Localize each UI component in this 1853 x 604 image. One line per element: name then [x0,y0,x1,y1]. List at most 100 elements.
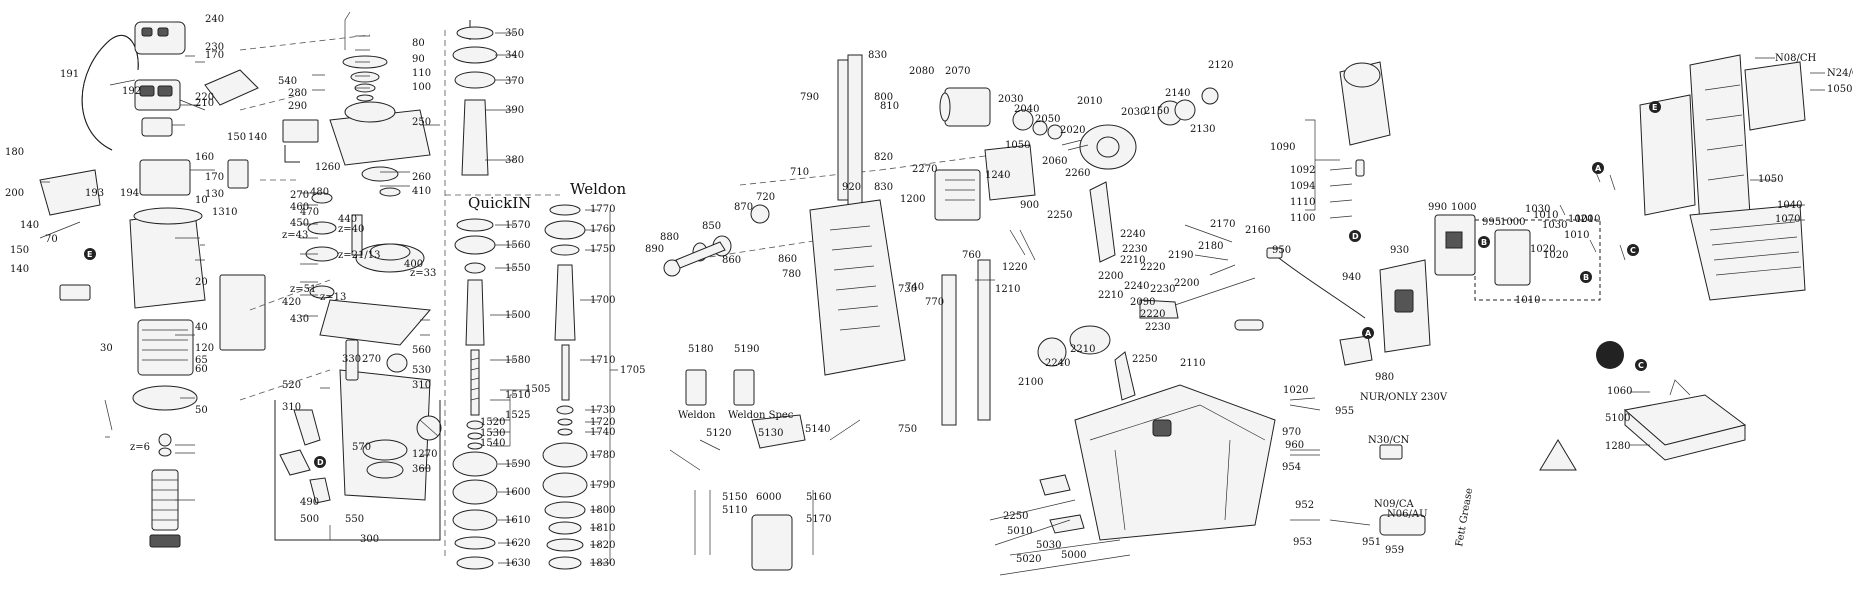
part-number-label: 65 [195,355,208,366]
part-number-label: 430 [290,314,309,325]
part-number-label: 140 [248,132,267,143]
part-number-label: 1020 [1568,214,1593,225]
part-number-label: 100 [412,82,431,93]
part-number-label: 380 [505,155,524,166]
part-number-label: 2160 [1245,225,1270,236]
part-number-label: 790 [800,92,819,103]
badge-d-icon [314,456,326,468]
part-number-label: 1030 [1542,220,1567,231]
part-number-label: 1010 [1564,230,1589,241]
part-number-label: 1710 [590,355,615,366]
part-number-label: N24/GB [1827,68,1853,79]
part-number-label: 220 [195,92,214,103]
part-number-label: 340 [505,50,524,61]
heading-weldon: Weldon [570,180,627,198]
part-number-label: 730 [898,284,917,295]
part-number-label: 500 [300,514,319,525]
part-number-label: 80 [412,38,425,49]
part-number-label: 1740 [590,427,615,438]
part-number-label: 5140 [805,424,830,435]
badge-a-icon [1592,162,1604,174]
badge-d2-icon [1349,230,1361,242]
part-number-label: 370 [505,76,524,87]
part-number-label: 520 [282,380,301,391]
part-number-label: 2130 [1190,124,1215,135]
section-motor-housing [39,21,266,548]
part-number-label: 250 [412,117,431,128]
part-number-label: 193 [85,188,104,199]
part-number-label: 1780 [590,450,615,461]
part-number-label: 1030 [1525,204,1550,215]
part-number-label: 2190 [1168,250,1193,261]
part-number-label: 90 [412,54,425,65]
badge-b-label: B [1481,238,1487,247]
part-number-label: 2250 [1132,354,1157,365]
part-number-label: 1530 [480,428,505,439]
part-number-label: 954 [1282,462,1301,473]
part-number-label: 1820 [590,540,615,551]
part-number-label: 860 [722,255,741,266]
badge-d-label: D [317,458,324,467]
main-housing-part [1689,54,1751,226]
part-number-label: 1760 [590,224,615,235]
part-number-label: 1010 [1515,295,1540,306]
part-number-label: 1280 [1605,441,1630,452]
part-number-label: N08/CH [1775,53,1816,64]
badge-c-icon [1627,244,1639,256]
part-number-label: 260 [412,172,431,183]
part-number-label: 1720 [590,417,615,428]
part-number-label: 140 [20,220,39,231]
part-number-label: 5100 [1605,413,1630,424]
part-number-label: 830 [868,50,887,61]
part-number-label: 960 [1285,440,1304,451]
part-number-label: 1240 [985,170,1010,181]
part-number-label: 1070 [1775,214,1800,225]
badge-a2-icon [1362,327,1374,339]
part-number-label: 2030 [998,94,1023,105]
part-number-label: 1080 [0,0,25,3]
part-number-label: 970 [1282,427,1301,438]
part-number-label: 2210 [1120,255,1145,266]
part-number-label: N30/CN [1368,435,1409,446]
part-number-label: 5000 [1061,550,1086,561]
badge-a-label: A [1595,164,1602,173]
part-number-label: 2030 [1121,107,1146,118]
switch-cover-part [134,21,186,55]
part-number-label: 2070 [945,66,970,77]
part-number-label: 110 [412,68,431,79]
part-number-label: 400 [404,259,423,270]
part-number-label: 2100 [1018,377,1043,388]
part-number-label: 1100 [1290,213,1315,224]
part-number-label: 1730 [590,405,615,416]
part-number-label: 40 [195,322,208,333]
part-number-label: 130 [205,189,224,200]
part-number-label: 5110 [722,505,747,516]
part-number-label: 2210 [1098,290,1123,301]
part-number-label: 1520 [480,417,505,428]
part-number-label: 959 [1385,545,1404,556]
part-number-label: 1630 [505,558,530,569]
badge-e-label: E [87,250,92,259]
section-stand [663,54,1276,576]
part-number-label: 2150 [1144,106,1169,117]
part-number-label: 860 [778,254,797,265]
part-number-label: 995 [1482,217,1501,228]
part-number-label: 5010 [1007,526,1032,537]
weldon-spindle-part [554,264,576,341]
part-number-label: 770 [925,297,944,308]
reference-badges: E D D A A B B C C E [84,101,1661,468]
part-number-label: Weldon Spec [728,410,794,421]
part-number-label: z=21/13 [338,250,380,261]
part-number-label: 990 [1428,202,1447,213]
part-number-label: 1010 [1575,214,1600,225]
part-number-label: 1560 [505,240,530,251]
part-number-label: z=43 [282,230,308,241]
part-number-label: 880 [660,232,679,243]
part-number-label: 310 [282,402,301,413]
badge-b2-label: B [1583,273,1589,282]
part-number-label: 1790 [590,480,615,491]
